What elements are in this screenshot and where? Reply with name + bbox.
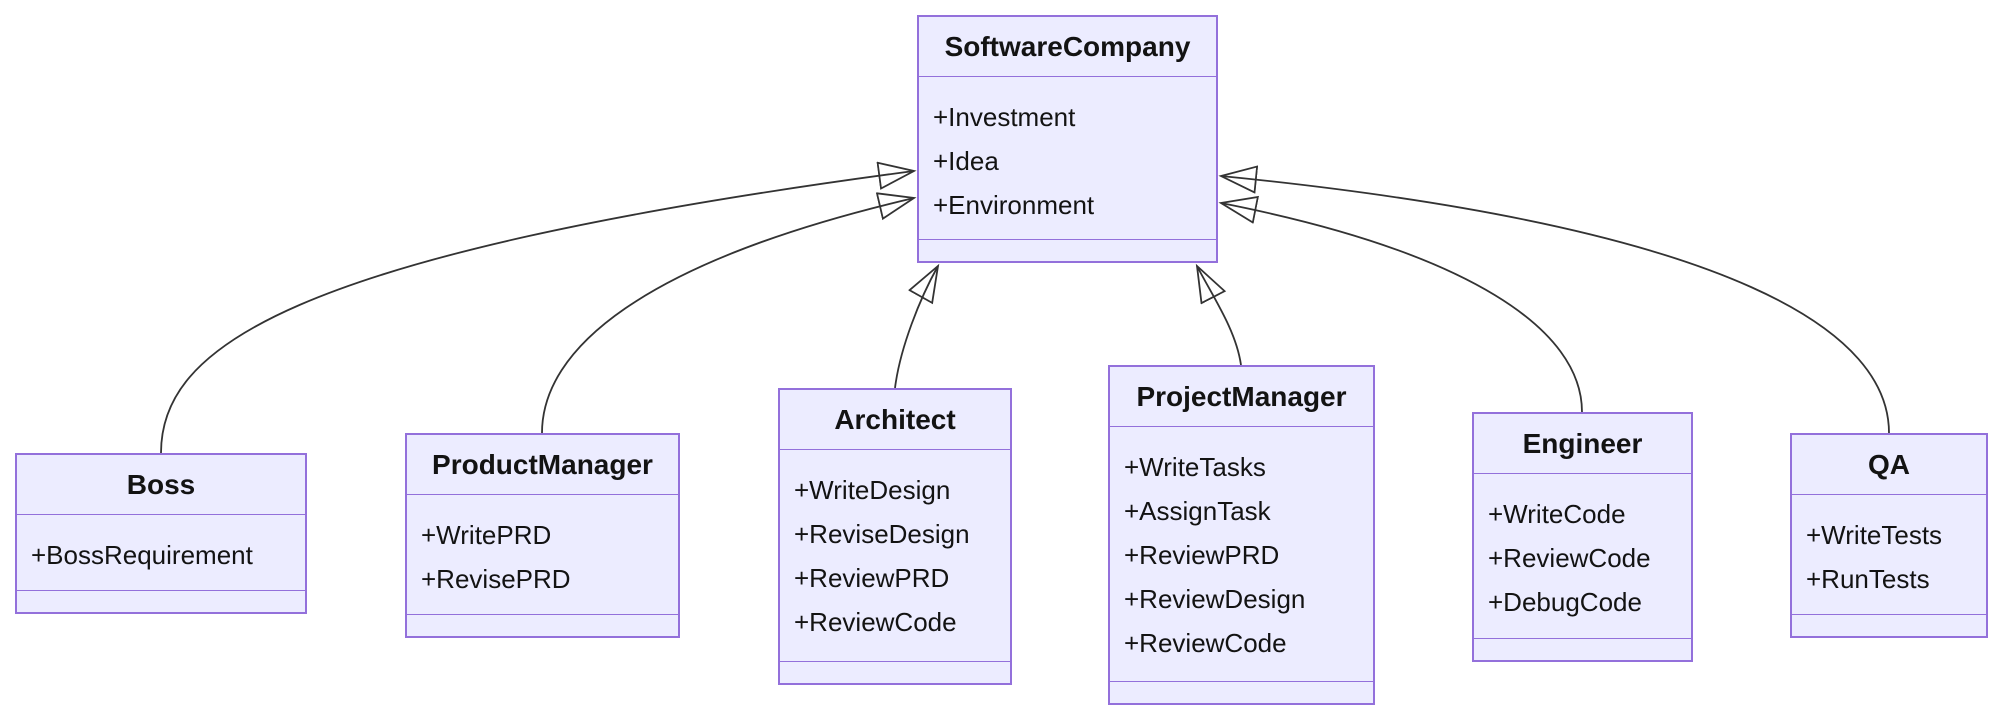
member-line: +ReviewDesign <box>1124 584 1306 614</box>
member-line: +WriteTests <box>1806 520 1943 550</box>
member-line: +WriteDesign <box>794 475 951 505</box>
class-methods-empty <box>17 590 305 612</box>
class-title: QA <box>1792 435 1986 495</box>
class-title: SoftwareCompany <box>919 17 1216 77</box>
class-methods-empty <box>1474 638 1691 660</box>
member-line: +ReviewPRD <box>1124 540 1280 570</box>
class-box-project-manager: ProjectManager +WriteTasks +AssignTask +… <box>1108 365 1375 705</box>
edge-qa-inheritance <box>1221 176 1890 434</box>
class-box-software-company: SoftwareCompany +Investment +Idea +Envir… <box>917 15 1218 263</box>
class-box-qa: QA +WriteTests +RunTests <box>1790 433 1988 638</box>
class-members: +WriteCode +ReviewCode +DebugCode <box>1474 474 1691 638</box>
member-line: +WritePRD <box>421 520 552 550</box>
class-title: Architect <box>780 390 1010 450</box>
class-methods-empty <box>1792 614 1986 636</box>
class-members: +WriteTasks +AssignTask +ReviewPRD +Revi… <box>1110 427 1373 681</box>
class-members: +WriteDesign +ReviseDesign +ReviewPRD +R… <box>780 450 1010 661</box>
edge-project-manager-inheritance <box>1197 266 1242 366</box>
class-box-boss: Boss +BossRequirement <box>15 453 307 614</box>
member-line: +ReviewCode <box>1124 628 1287 658</box>
class-methods-empty <box>407 614 678 636</box>
member-line: +DebugCode <box>1488 587 1642 617</box>
class-box-product-manager: ProductManager +WritePRD +RevisePRD <box>405 433 680 638</box>
class-title: Engineer <box>1474 414 1691 474</box>
class-methods-empty <box>919 239 1216 261</box>
class-box-architect: Architect +WriteDesign +ReviseDesign +Re… <box>778 388 1012 685</box>
class-members: +BossRequirement <box>17 515 305 590</box>
class-box-engineer: Engineer +WriteCode +ReviewCode +DebugCo… <box>1472 412 1693 662</box>
member-line: +AssignTask <box>1124 496 1271 526</box>
class-members: +WritePRD +RevisePRD <box>407 495 678 614</box>
class-methods-empty <box>780 661 1010 683</box>
member-line: +Environment <box>933 190 1095 220</box>
edge-engineer-inheritance <box>1221 203 1583 413</box>
member-line: +RunTests <box>1806 564 1930 594</box>
member-line: +ReviewCode <box>1488 543 1651 573</box>
edge-product-manager-inheritance <box>541 198 914 434</box>
member-line: +Investment <box>933 102 1076 132</box>
class-title: ProductManager <box>407 435 678 495</box>
class-title: ProjectManager <box>1110 367 1373 427</box>
member-line: +ReviewCode <box>794 607 957 637</box>
edge-architect-inheritance <box>894 266 938 389</box>
member-line: +RevisePRD <box>421 564 571 594</box>
member-line: +WriteCode <box>1488 499 1626 529</box>
class-members: +Investment +Idea +Environment <box>919 77 1216 239</box>
member-line: +BossRequirement <box>31 540 253 570</box>
member-line: +Idea <box>933 146 999 176</box>
member-line: +ReviseDesign <box>794 519 970 549</box>
edge-boss-inheritance <box>160 171 914 454</box>
class-methods-empty <box>1110 681 1373 703</box>
class-title: Boss <box>17 455 305 515</box>
member-line: +WriteTasks <box>1124 452 1266 482</box>
class-members: +WriteTests +RunTests <box>1792 495 1986 614</box>
member-line: +ReviewPRD <box>794 563 950 593</box>
